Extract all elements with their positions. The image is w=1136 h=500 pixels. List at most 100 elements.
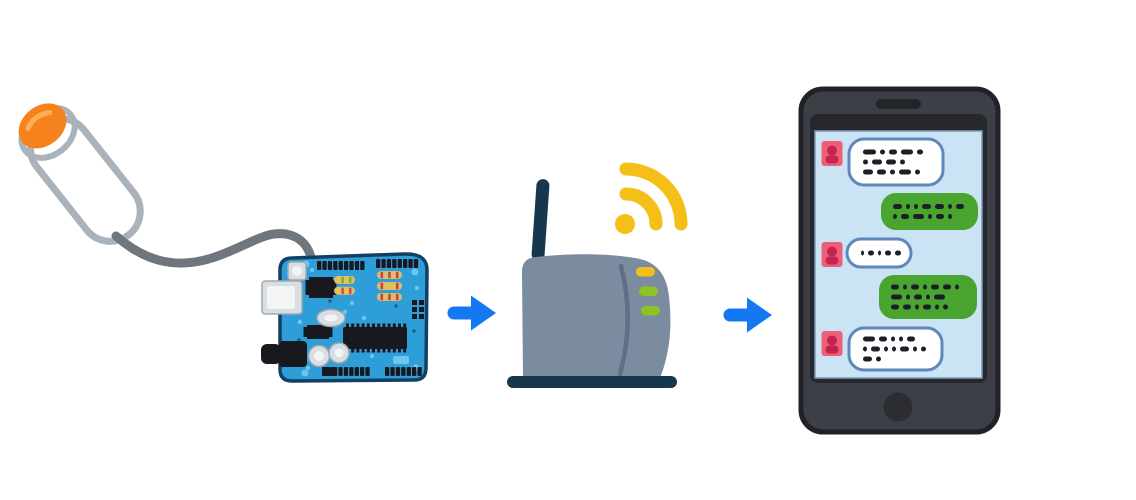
message-text-dash <box>913 346 917 352</box>
message-text-dash <box>885 250 891 256</box>
message-text-dash <box>917 149 923 155</box>
icsp-pin <box>412 300 417 305</box>
arrow-right-icon <box>447 295 496 331</box>
message-text-dash <box>900 346 909 352</box>
arrow-right-icon <box>723 297 772 333</box>
resistor-stripe <box>345 287 348 294</box>
ic-chip-legs <box>303 327 307 337</box>
message-text-dash <box>934 294 945 300</box>
pin-header-pin <box>408 259 413 268</box>
message-text-dash <box>871 346 880 352</box>
message-text-dash <box>926 294 930 300</box>
chip-pin <box>366 323 370 328</box>
wifi-dot <box>615 214 635 234</box>
pin-header-pin <box>392 259 397 268</box>
chip-pin <box>382 323 386 328</box>
message-text-dash <box>935 204 944 209</box>
chip-pin <box>366 348 370 353</box>
arduino-board <box>261 252 429 383</box>
capacitor-top <box>334 348 344 358</box>
message-text-dash <box>891 294 902 300</box>
wifi-arc-inner <box>619 187 663 231</box>
pin-header-pin <box>386 259 392 268</box>
chip-pin <box>351 348 355 353</box>
icsp-pin <box>412 314 417 319</box>
message-text-dash <box>956 204 964 209</box>
router-led <box>639 286 658 296</box>
chip-pin <box>392 323 396 328</box>
pcb-speck <box>328 299 332 303</box>
microcontroller-chip <box>343 327 407 349</box>
pin-header-pin <box>376 259 381 268</box>
resistor-stripe <box>380 282 384 290</box>
message-text-dash <box>863 346 867 352</box>
resistor-stripe <box>388 282 391 290</box>
power-jack-barrel <box>261 344 281 364</box>
icsp-pin <box>412 307 417 312</box>
pcb-speck <box>361 315 367 321</box>
message-text-dash <box>893 214 897 219</box>
message-text-dash <box>868 250 874 256</box>
icsp-pin <box>419 300 424 305</box>
router-base <box>507 376 677 388</box>
resistor-stripe <box>380 293 384 301</box>
message-text-dash <box>915 169 920 175</box>
chip-pin <box>346 323 349 328</box>
pin-header-pin <box>344 261 349 270</box>
pcb-pad <box>393 356 409 364</box>
icsp-pin <box>419 314 424 319</box>
pcb-speck <box>394 304 398 308</box>
pin-header-pin <box>354 261 360 270</box>
resistor-stripe <box>341 287 344 294</box>
chip-pin <box>398 323 401 328</box>
phone-speaker <box>876 99 921 109</box>
ic-chip-small <box>307 325 329 339</box>
message-text-dash <box>889 149 897 155</box>
message-text-dash <box>931 284 939 290</box>
message-text-dash <box>878 250 881 256</box>
chip-pin <box>403 323 407 328</box>
pin-header-pin <box>390 367 395 376</box>
message-text-dash <box>903 284 907 290</box>
pin-header-pin <box>360 367 365 376</box>
user-avatar-icon <box>821 242 843 267</box>
ic-chip <box>309 277 333 298</box>
chip-pin <box>377 323 381 328</box>
wifi-arc-outer <box>619 162 688 231</box>
sensor-cap <box>18 103 67 149</box>
chat-message-right <box>881 193 978 230</box>
chip-pin <box>351 323 355 328</box>
pin-header-pin <box>338 367 343 376</box>
message-text-dash <box>911 284 919 290</box>
chip-pin <box>398 348 401 353</box>
pin-header-pin <box>406 367 411 376</box>
router-led <box>641 306 660 316</box>
message-text-dash <box>876 356 881 362</box>
pcb-speck <box>309 267 315 273</box>
chip-pin <box>387 348 391 353</box>
pcb-speck <box>412 329 416 333</box>
user-avatar-icon <box>821 331 843 356</box>
message-text-dash <box>863 336 875 342</box>
sensor-cap-highlight <box>25 109 53 131</box>
message-text-dash <box>906 294 910 300</box>
reset-button-cap <box>292 266 302 276</box>
resistor-stripe <box>337 287 341 294</box>
message-text-dash <box>884 346 888 352</box>
chat-message-right <box>879 275 977 319</box>
message-text-dash <box>955 284 959 290</box>
chat-bubble <box>881 193 978 230</box>
message-text-dash <box>880 149 885 155</box>
message-text-dash <box>863 169 873 175</box>
message-text-dash <box>877 169 886 175</box>
message-text-dash <box>913 214 924 219</box>
pin-header-pin <box>413 259 419 268</box>
wifi-router <box>507 162 688 388</box>
message-text-dash <box>863 356 872 362</box>
resistor-stripe <box>395 282 399 290</box>
resistor-stripe <box>395 271 399 279</box>
message-text-dash <box>901 149 913 155</box>
message-text-dash <box>915 304 919 310</box>
user-avatar-icon <box>821 141 843 166</box>
chip-pin <box>377 348 381 353</box>
